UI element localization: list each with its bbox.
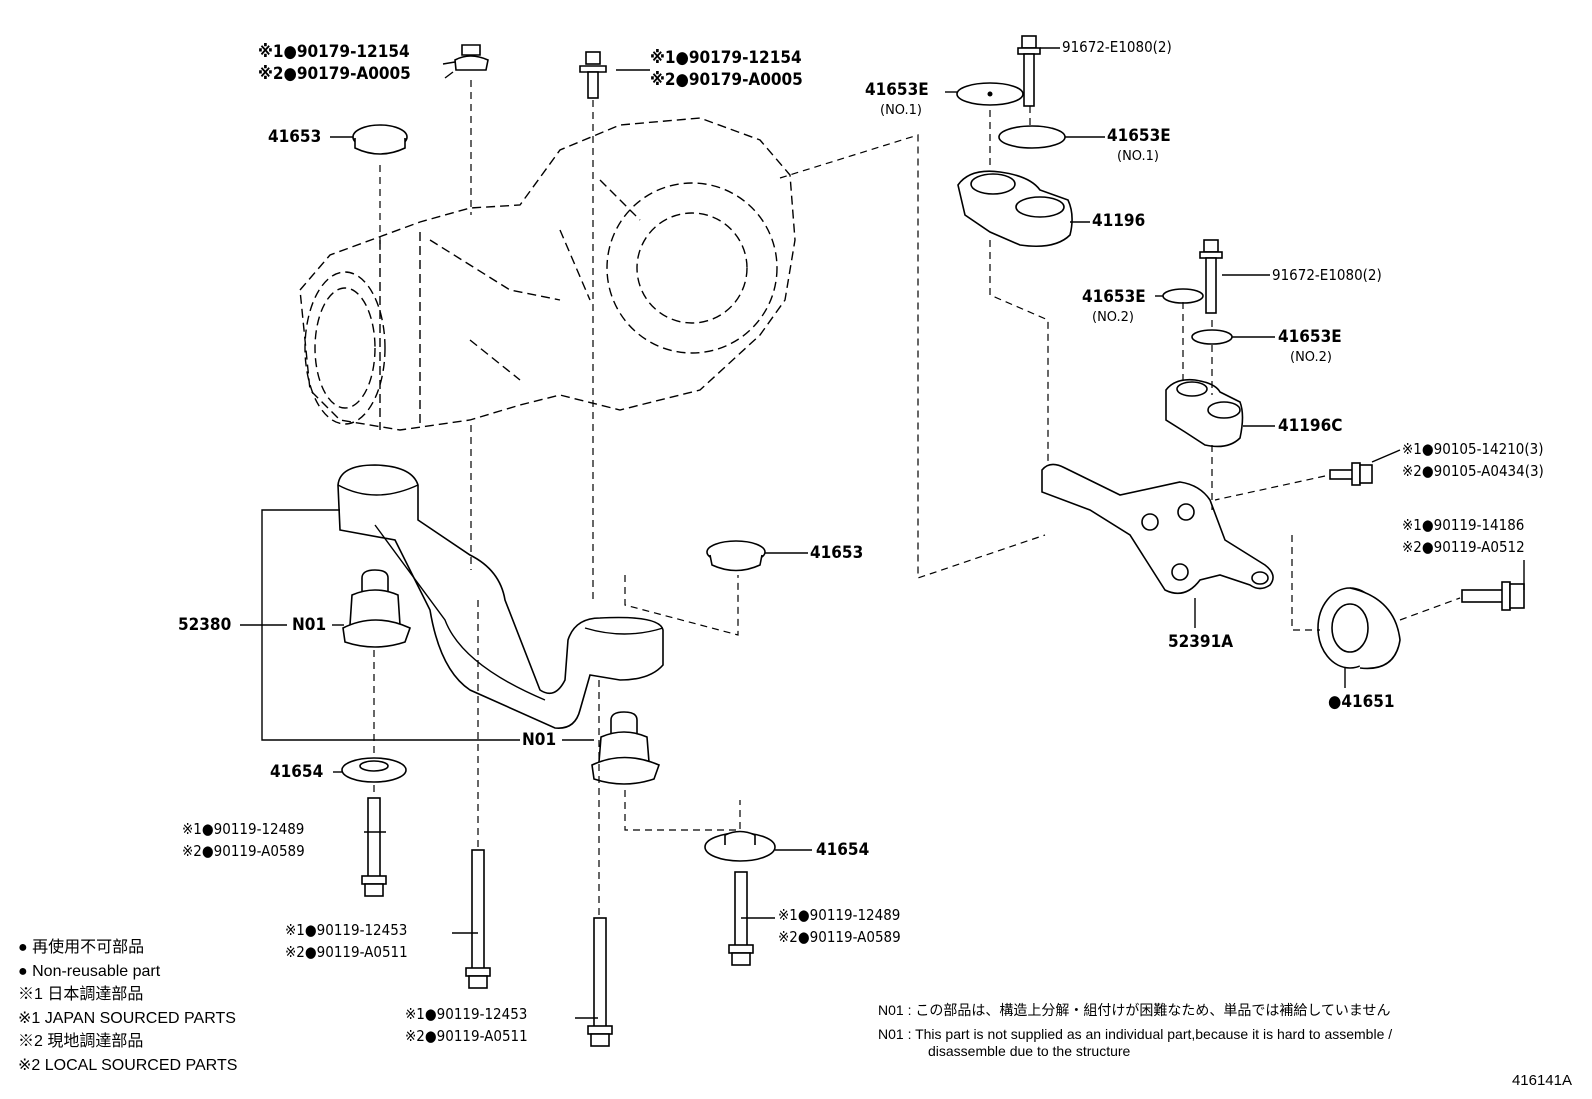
label-bracket-52391a: 52391A [1168, 632, 1234, 652]
bushing-n01-left [342, 569, 412, 648]
label-41653e-no2-a: 41653E [1082, 287, 1146, 307]
legend-item: ※1 日本調達部品 [18, 986, 144, 1003]
insulator-41196 [957, 170, 1073, 248]
legend: ● 再使用不可部品 ● Non-reusable part ※1 日本調達部品 … [18, 936, 237, 1077]
label-bolt-bottom-right-2: ※2●90119-A0589 [778, 928, 901, 946]
label-bolt-e1080-a: 91672-E1080(2) [1062, 38, 1172, 56]
label-bolt-right-1a: ※1●90105-14210(3) [1402, 440, 1544, 458]
bolt-bottom-left [361, 797, 387, 897]
label-stopper-41653-mid: 41653 [810, 543, 864, 563]
bolt-long-mid [587, 917, 613, 1047]
label-top-bolt-left-2: ※2●90179-A0005 [258, 64, 411, 84]
legend-item: ● 再使用不可部品 [18, 939, 145, 956]
label-washer-41654-left: 41654 [270, 762, 324, 782]
label-bolt-right-1b: ※2●90105-A0434(3) [1402, 462, 1544, 480]
washer-41653e-no1-b [998, 125, 1066, 149]
rear-differential-housing [299, 117, 796, 431]
label-bolt-long-mid-2: ※2●90119-A0511 [405, 1027, 528, 1045]
bolt-top-mid [579, 51, 607, 99]
leader-lines [240, 47, 1525, 1019]
label-top-bolt-mid-2: ※2●90179-A0005 [650, 70, 803, 90]
label-bolt-bottom-left-1: ※1●90119-12489 [182, 820, 305, 838]
bolt-long-left [465, 849, 491, 989]
diagram-id: 416141A [1511, 1072, 1572, 1089]
label-member-52380: 52380 [178, 615, 232, 635]
washer-41653e-no2-a [1162, 288, 1204, 304]
label-bolt-right-2a: ※1●90119-14186 [1402, 516, 1525, 534]
assembly-lines [373, 80, 1461, 915]
label-41653e-no1-b-sub: (NO.1) [1117, 149, 1159, 164]
label-n01-a: N01 [292, 615, 327, 635]
legend-item: ※1 JAPAN SOURCED PARTS [18, 1009, 236, 1027]
label-41653e-no1-a-sub: (NO.1) [880, 103, 922, 118]
bushing-n01-right [591, 711, 661, 785]
label-bolt-right-2b: ※2●90119-A0512 [1402, 538, 1525, 556]
insulator-41196c [1165, 378, 1244, 448]
bracket-52391a [1041, 463, 1274, 595]
legend-item: ※2 LOCAL SOURCED PARTS [18, 1056, 238, 1074]
diff-mounting-member [337, 464, 664, 729]
legend-item: ● Non-reusable part [18, 962, 161, 980]
label-top-bolt-left-1: ※1●90179-12154 [258, 42, 410, 62]
label-41653e-no1-a: 41653E [865, 80, 929, 100]
stopper-41653-top [352, 124, 408, 155]
label-41653e-no2-a-sub: (NO.2) [1092, 310, 1134, 325]
bolt-41196-top [1017, 35, 1041, 107]
bolt-top-left [444, 44, 489, 79]
label-top-bolt-mid-1: ※1●90179-12154 [650, 48, 802, 68]
note-en-1: N01 : This part is not supplied as an in… [878, 1026, 1393, 1042]
bolt-bottom-right [728, 871, 754, 966]
washer-41653e-no1-a [956, 82, 1024, 106]
note-en-2: disassemble due to the structure [928, 1043, 1131, 1059]
note-jp: N01 : この部品は、構造上分解・組付けが困難なため、単品では補給していません [878, 1002, 1391, 1018]
legend-item: ※2 現地調達部品 [18, 1033, 144, 1050]
label-41653e-no2-b-sub: (NO.2) [1290, 350, 1332, 365]
washer-41654-right [704, 830, 776, 862]
label-n01-b: N01 [522, 730, 557, 750]
washer-41653e-no2-b [1191, 329, 1233, 345]
label-washer-41654-right: 41654 [816, 840, 870, 860]
label-41653e-no1-b: 41653E [1107, 126, 1171, 146]
label-bolt-bottom-right-1: ※1●90119-12489 [778, 906, 901, 924]
label-41653e-no2-b: 41653E [1278, 327, 1342, 347]
bolt-right-90105 [1329, 462, 1373, 486]
label-insulator-41196: 41196 [1092, 211, 1146, 231]
washer-41654-left [341, 757, 407, 783]
label-insulator-41196c: 41196C [1278, 416, 1343, 436]
bolt-right-90119 [1461, 581, 1525, 611]
label-bolt-e1080-b: 91672-E1080(2) [1272, 266, 1382, 284]
label-bolt-bottom-left-2: ※2●90119-A0589 [182, 842, 305, 860]
label-cushion-41651: ●41651 [1328, 692, 1395, 712]
label-stopper-41653: 41653 [268, 127, 322, 147]
label-bolt-long-mid-1: ※1●90119-12453 [405, 1005, 528, 1023]
label-bolt-long-left-2: ※2●90119-A0511 [285, 943, 408, 961]
bolt-41196c-top [1199, 239, 1223, 314]
stopper-41653-mid [706, 540, 766, 572]
cushion-41651 [1317, 587, 1401, 670]
label-bolt-long-left-1: ※1●90119-12453 [285, 921, 408, 939]
